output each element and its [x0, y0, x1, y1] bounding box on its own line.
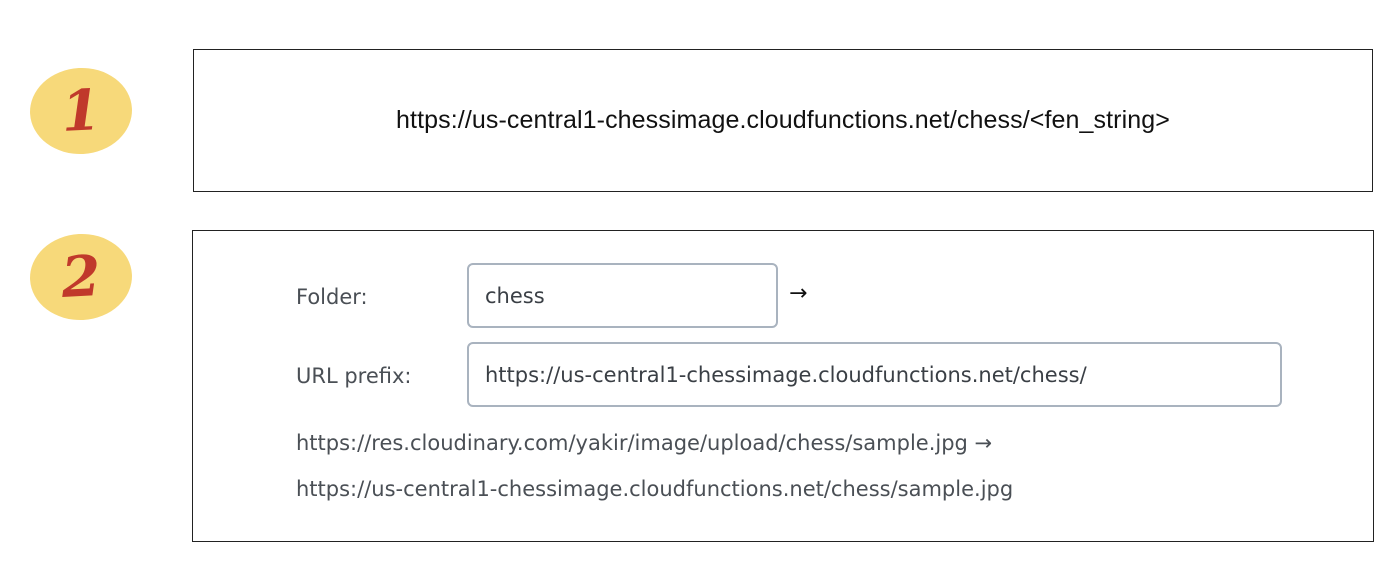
- example-target-url: https://us-central1-chessimage.cloudfunc…: [296, 477, 1014, 501]
- folder-input-value: chess: [485, 283, 545, 308]
- step-2-badge: 2: [27, 231, 135, 323]
- folder-label: Folder:: [296, 285, 368, 309]
- url-prefix-input-value: https://us-central1-chessimage.cloudfunc…: [485, 362, 1087, 387]
- folder-input[interactable]: chess: [467, 263, 778, 328]
- step-1-number: 1: [59, 77, 103, 145]
- endpoint-url: https://us-central1-chessimage.cloudfunc…: [396, 106, 1170, 134]
- step-2-panel: Folder: chess → URL prefix: https://us-c…: [192, 230, 1374, 542]
- example-source-url: https://res.cloudinary.com/yakir/image/u…: [296, 431, 993, 455]
- url-prefix-label: URL prefix:: [296, 364, 412, 388]
- url-prefix-input[interactable]: https://us-central1-chessimage.cloudfunc…: [467, 342, 1282, 407]
- step-2-number: 2: [59, 243, 103, 311]
- step-1-badge: 1: [27, 65, 135, 157]
- step-1-panel: https://us-central1-chessimage.cloudfunc…: [193, 49, 1373, 192]
- arrow-right-icon: →: [789, 281, 808, 306]
